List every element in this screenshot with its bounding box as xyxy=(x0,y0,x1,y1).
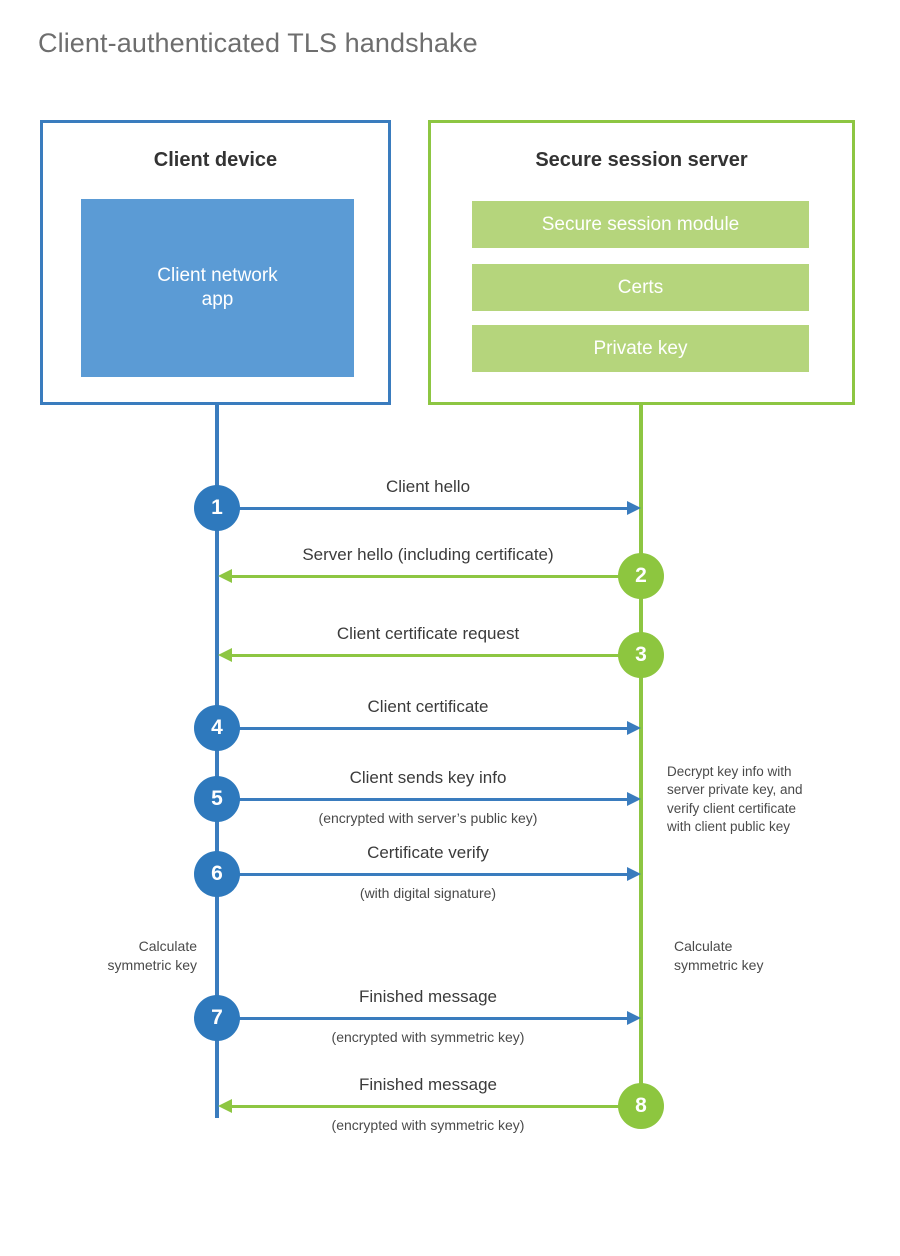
message-sublabel-5: (encrypted with server’s public key) xyxy=(318,810,538,826)
message-label-4: Client certificate xyxy=(367,697,489,716)
arrow-head-1 xyxy=(627,501,641,515)
arrow-head-5 xyxy=(627,792,641,806)
message-sublabel-7: (encrypted with symmetric key) xyxy=(331,1029,525,1045)
server-component-certs: Certs xyxy=(472,264,809,311)
arrow-head-7 xyxy=(627,1011,641,1025)
message-label-5: Client sends key info xyxy=(349,768,507,787)
arrow-line-5 xyxy=(217,798,637,801)
message-label-2: Server hello (including certificate) xyxy=(302,545,554,564)
message-sublabel-8: (encrypted with symmetric key) xyxy=(331,1117,525,1133)
secure-session-server-title: Secure session server xyxy=(535,149,748,171)
arrow-head-6 xyxy=(627,867,641,881)
arrow-line-3 xyxy=(232,654,642,657)
message-label-7: Finished message xyxy=(359,987,497,1006)
arrow-line-1 xyxy=(217,507,637,510)
note-server-decrypt: Decrypt key info with server private key… xyxy=(667,764,803,835)
client-device-box: Client device Client network app xyxy=(40,120,391,405)
secure-session-server-box: Secure session server Secure session mod… xyxy=(428,120,855,405)
page-title: Client-authenticated TLS handshake xyxy=(38,28,478,58)
arrow-line-4 xyxy=(217,727,637,730)
step-badge-7: 7 xyxy=(194,995,240,1041)
step-badge-6: 6 xyxy=(194,851,240,897)
step-badge-1: 1 xyxy=(194,485,240,531)
arrow-head-2 xyxy=(218,569,232,583)
step-badge-2: 2 xyxy=(618,553,664,599)
note-client-calculate-symmetric-key: Calculate symmetric key xyxy=(107,938,197,974)
server-lifeline xyxy=(639,405,643,1105)
client-device-title: Client device xyxy=(153,149,278,171)
note-server-calculate-symmetric-key: Calculate symmetric key xyxy=(674,938,764,974)
arrow-line-2 xyxy=(232,575,642,578)
arrow-line-7 xyxy=(217,1017,637,1020)
arrow-head-3 xyxy=(218,648,232,662)
arrow-line-8 xyxy=(232,1105,642,1108)
message-label-8: Finished message xyxy=(359,1075,497,1094)
step-badge-4: 4 xyxy=(194,705,240,751)
client-network-app-block: Client network app xyxy=(81,199,354,377)
step-badge-8: 8 xyxy=(618,1083,664,1129)
message-sublabel-6: (with digital signature) xyxy=(359,885,497,901)
step-badge-3: 3 xyxy=(618,632,664,678)
message-label-1: Client hello xyxy=(385,477,471,496)
step-badge-5: 5 xyxy=(194,776,240,822)
server-component-secure-session-module: Secure session module xyxy=(472,201,809,248)
arrow-head-4 xyxy=(627,721,641,735)
message-label-3: Client certificate request xyxy=(336,624,520,643)
message-label-6: Certificate verify xyxy=(367,843,489,862)
client-lifeline xyxy=(215,405,219,1118)
arrow-head-8 xyxy=(218,1099,232,1113)
arrow-line-6 xyxy=(217,873,637,876)
server-component-private-key: Private key xyxy=(472,325,809,372)
